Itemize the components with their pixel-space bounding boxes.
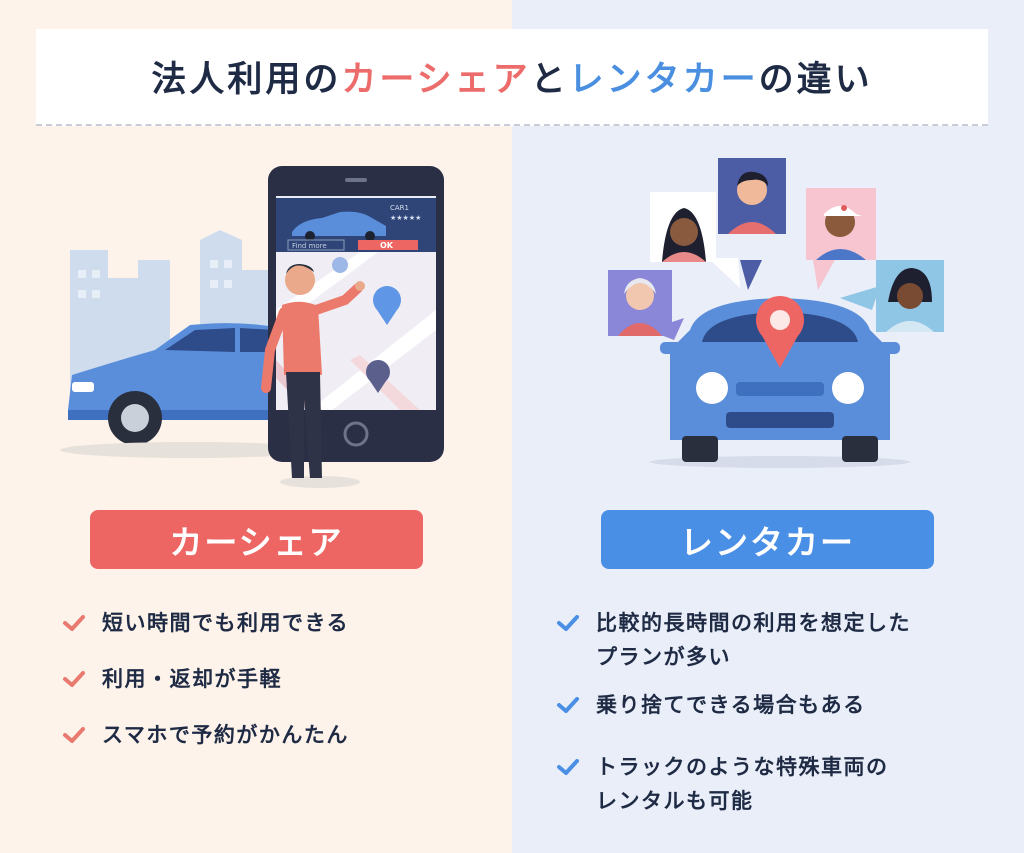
car-front-illustration [650, 296, 910, 468]
check-icon [62, 606, 88, 640]
list-item: 比較的長時間の利用を想定した プランが多い [556, 606, 996, 674]
ok-button: OK [380, 241, 394, 250]
title-part-5: の違い [758, 60, 873, 100]
car-side-illustration [60, 323, 320, 458]
list-item-text: 乗り捨てできる場合もある [596, 693, 866, 717]
list-item: 乗り捨てできる場合もある [556, 688, 996, 722]
person-illustration [261, 264, 365, 488]
check-icon [556, 688, 582, 722]
check-icon [556, 606, 582, 640]
title-carshare: カーシェア [341, 60, 531, 100]
list-item: トラックのような特殊車両の レンタルも可能 [556, 750, 996, 818]
find-more-button: Find more [292, 242, 327, 250]
rating-stars: ★★★★★ [390, 214, 421, 222]
avatar-man-cap [806, 188, 876, 290]
page-title: 法人利用のカーシェアとレンタカーの違い [36, 29, 988, 126]
rentacar-badge: レンタカー [601, 510, 934, 569]
check-icon [62, 662, 88, 696]
list-item-text: スマホで予約がかんたん [102, 723, 349, 747]
list-item-text: 利用・返却が手軽 [102, 667, 282, 691]
avatar-man-blue [718, 158, 786, 290]
title-part-1: 法人利用の [151, 60, 342, 100]
avatar-woman-dark-hair [650, 192, 740, 288]
title-rentacar: レンタカー [568, 60, 759, 100]
check-icon [556, 750, 582, 784]
carshare-illustration: CAR1 ★★★★★ Find more OK [60, 166, 444, 488]
car-card-label: CAR1 [390, 204, 409, 212]
rentacar-illustration [608, 158, 944, 468]
list-item: 利用・返却が手軽 [62, 662, 482, 696]
avatar-woman-bob [840, 260, 944, 332]
list-item-text: 短い時間でも利用できる [102, 611, 350, 635]
carshare-badge: カーシェア [90, 510, 423, 569]
list-item-text: トラックのような特殊車両の レンタルも可能 [596, 755, 889, 813]
avatar-elderly-woman [608, 270, 684, 340]
carshare-feature-list: 短い時間でも利用できる 利用・返却が手軽 スマホで予約がかんたん [62, 606, 482, 774]
list-item: スマホで予約がかんたん [62, 718, 482, 752]
rentacar-feature-list: 比較的長時間の利用を想定した プランが多い 乗り捨てできる場合もある トラックの… [556, 606, 996, 832]
check-icon [62, 718, 88, 752]
title-part-3: と [530, 60, 569, 100]
list-item: 短い時間でも利用できる [62, 606, 482, 640]
list-item-text: 比較的長時間の利用を想定した プランが多い [596, 611, 911, 669]
